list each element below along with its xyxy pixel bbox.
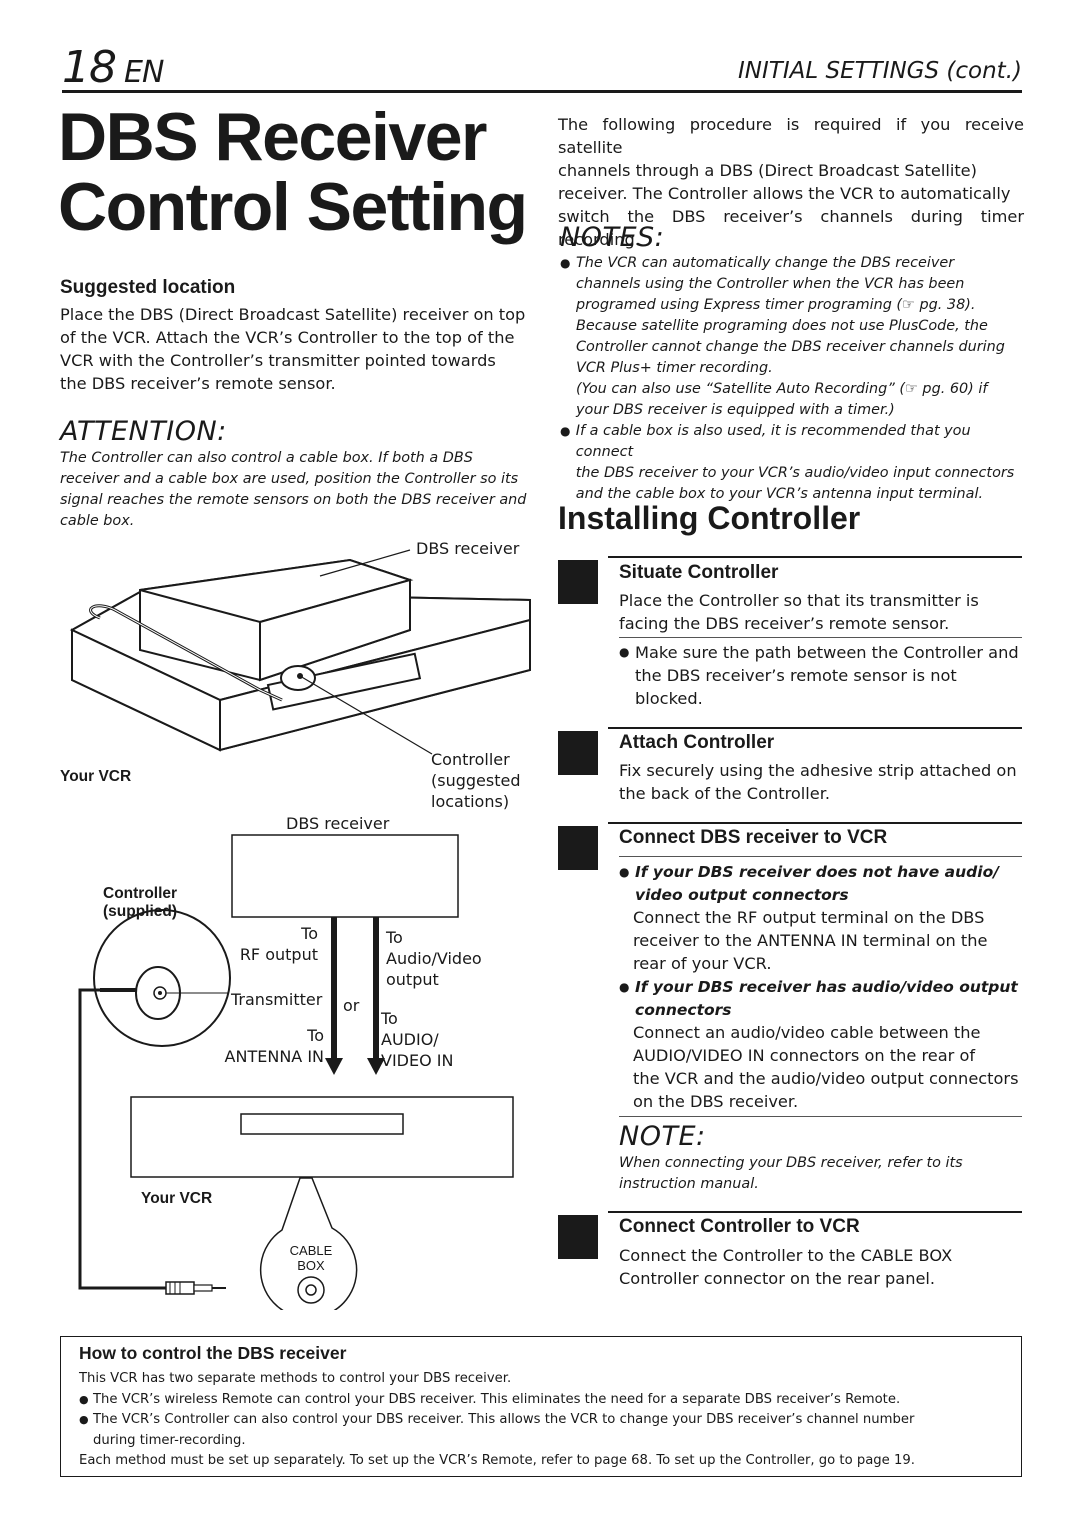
header-rule — [62, 90, 1022, 93]
cable-box-label: CABLE BOX — [289, 1243, 333, 1273]
bullet-icon: ● — [619, 865, 630, 879]
step-3-title: Connect DBS receiver to VCR — [619, 827, 888, 848]
how-to-bullet-2: ● The VCR’s Controller can also control … — [79, 1410, 1009, 1451]
installing-heading: Installing Controller — [558, 500, 861, 536]
note-item-2: ● If a cable box is also used, it is rec… — [560, 421, 1026, 505]
step-3-end-divider — [619, 1116, 1022, 1117]
step-4-marker — [558, 1215, 598, 1259]
note-text: When connecting your DBS receiver, refer… — [619, 1155, 963, 1192]
step-1-bullet: ● Make sure the path between the Control… — [619, 643, 1019, 708]
dbs-receiver-leader-line — [319, 549, 411, 577]
step-4-title: Connect Controller to VCR — [619, 1216, 860, 1237]
transmitter-label: Transmitter — [231, 990, 323, 1009]
step-1-marker — [558, 560, 598, 604]
how-to-bullet-1: ● The VCR’s wireless Remote can control … — [79, 1390, 1009, 1411]
diagram2-your-vcr-label: Your VCR — [141, 1190, 213, 1207]
suggested-location-text: Place the DBS (Direct Broadcast Satellit… — [60, 305, 526, 393]
step-1-divider — [619, 637, 1022, 638]
note-heading: NOTE: — [619, 1121, 706, 1152]
step-1-text: Place the Controller so that its transmi… — [619, 591, 979, 633]
step-4-rule — [608, 1211, 1022, 1213]
controller-cable — [78, 988, 166, 1290]
page-title: DBS Receiver Control Setting — [58, 99, 528, 245]
diagram1-controller-label: Controller (suggested locations) — [431, 750, 521, 811]
how-to-control-box: How to control the DBS receiver This VCR… — [60, 1336, 1022, 1477]
bullet-icon: ● — [560, 256, 571, 270]
section-header: INITIAL SETTINGS (cont.) — [738, 58, 1022, 84]
diagram1-your-vcr-label: Your VCR — [60, 768, 132, 785]
attention-text: The Controller can also control a cable … — [60, 450, 527, 529]
bullet-icon: ● — [79, 1413, 89, 1426]
bullet-icon: ● — [560, 424, 571, 438]
notes-list: ● The VCR can automatically change the D… — [560, 253, 1026, 505]
step-3-case-2-text: Connect an audio/video cable between the… — [633, 1023, 1019, 1111]
step-2-title: Attach Controller — [619, 732, 775, 753]
to-audio-video-in-label: To AUDIO/ VIDEO IN — [381, 1009, 454, 1070]
vcr-rear-box — [130, 1096, 514, 1178]
to-av-output-label: To Audio/Video output — [386, 928, 482, 989]
note-item-1: ● The VCR can automatically change the D… — [560, 253, 1026, 421]
step-3-rule — [608, 822, 1022, 824]
step-2-rule — [608, 727, 1022, 729]
to-antenna-in-label: To ANTENNA IN — [224, 1026, 324, 1066]
step-3-case-1-text: Connect the RF output terminal on the DB… — [633, 908, 988, 973]
bullet-icon: ● — [619, 980, 630, 994]
attention-heading: ATTENTION: — [60, 416, 227, 447]
connection-diagram — [78, 834, 514, 1310]
step-4-text: Connect the Controller to the CABLE BOX … — [619, 1246, 953, 1288]
notes-heading: NOTES: — [560, 222, 665, 253]
step-2-text: Fix securely using the adhesive strip at… — [619, 761, 1017, 803]
suggested-location-heading: Suggested location — [60, 277, 236, 298]
step-3-marker — [558, 826, 598, 870]
diagram1-dbs-receiver-label: DBS receiver — [416, 539, 520, 558]
how-to-text: This VCR has two separate methods to con… — [79, 1369, 1009, 1472]
how-to-heading: How to control the DBS receiver — [79, 1343, 347, 1363]
page-lang: EN — [124, 55, 164, 90]
controller-supplied-label: Controller (supplied) — [103, 885, 178, 920]
to-rf-output-label: To RF output — [239, 924, 318, 964]
controller-leader-line — [299, 675, 433, 755]
or-label: or — [343, 996, 360, 1015]
bullet-icon: ● — [79, 1392, 89, 1406]
step-3-case-2-title: ● If your DBS receiver has audio/video o… — [619, 976, 1023, 1022]
step-1-rule — [608, 556, 1022, 558]
step-1-title: Situate Controller — [619, 562, 779, 583]
step-3-case-1-title: ● If your DBS receiver does not have aud… — [619, 861, 1023, 907]
diagram2-dbs-receiver-label: DBS receiver — [286, 814, 390, 833]
step-2-marker — [558, 731, 598, 775]
cable-box-callout — [259, 1177, 358, 1310]
step-3-divider — [619, 856, 1022, 857]
vcr-with-dbs-receiver-illustration — [69, 549, 531, 755]
dbs-receiver-box — [231, 834, 459, 918]
intro-text: The following procedure is required if y… — [558, 115, 1024, 249]
bullet-icon: ● — [619, 645, 630, 659]
